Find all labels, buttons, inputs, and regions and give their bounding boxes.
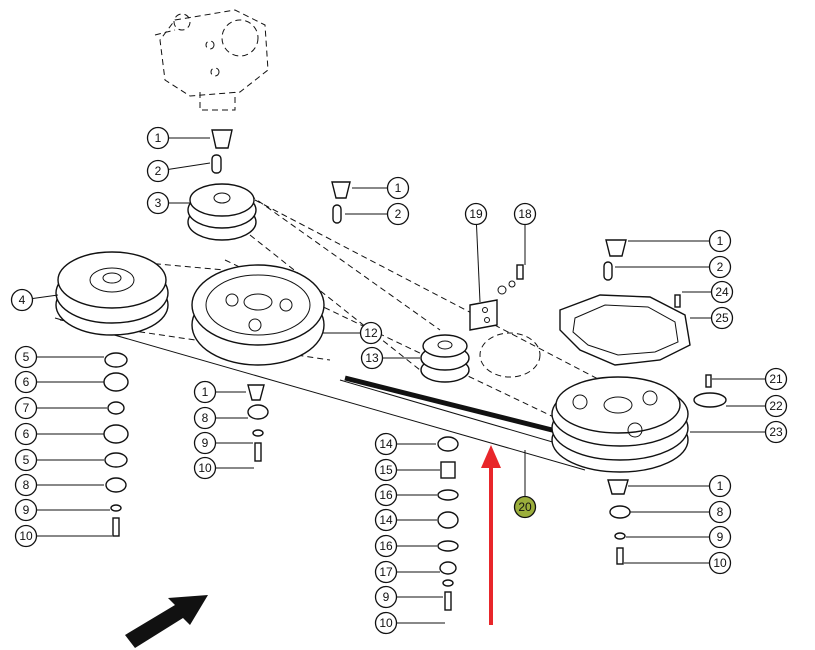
washer-22 [693,392,727,408]
callout-number: 23 [769,425,783,439]
callout-number: 2 [395,207,402,221]
callout-14: 14 [374,508,437,532]
callout-number: 6 [23,375,30,389]
callout-number: 14 [379,437,393,451]
callout-number: 1 [155,131,162,145]
hardware-parts [103,129,712,611]
callout-number: 9 [23,503,30,517]
callout-number: 5 [23,453,30,467]
callout-9: 9 [193,431,253,455]
callout-21: 21 [712,367,788,391]
callout-10: 10 [624,551,732,575]
callout-7: 7 [14,396,107,420]
callout-8: 8 [630,500,732,524]
callout-number: 24 [715,285,729,299]
callout-number: 12 [364,326,378,340]
callout-15: 15 [374,458,440,482]
callout-1: 1 [352,176,410,200]
callout-number: 1 [202,385,209,399]
callout-number: 1 [717,479,724,493]
callout-number: 7 [23,401,30,415]
callout-18: 18 [513,202,537,265]
callout-3: 3 [146,191,190,215]
callout-number: 10 [379,616,393,630]
callout-number: 15 [379,463,393,477]
callout-8: 8 [193,406,248,430]
highlight-arrow-icon [481,445,501,625]
callout-10: 10 [14,524,112,548]
callout-1: 1 [146,126,210,150]
callout-number: 1 [395,181,402,195]
callout-number: 21 [769,372,783,386]
callout-number: 16 [379,539,393,553]
callout-1: 1 [193,380,246,404]
callout-number: 14 [379,513,393,527]
callout-4: 4 [10,288,59,312]
pulley-4 [55,251,169,336]
callout-2: 2 [146,159,211,183]
callout-8: 8 [14,473,104,497]
pulley-3 [187,183,257,241]
gearbox-icon [154,9,269,111]
callout-5: 5 [14,448,104,472]
callout-2: 2 [615,255,732,279]
callout-2: 2 [345,202,410,226]
callout-6: 6 [14,370,104,394]
pulley-12 [191,264,325,366]
dashed-ring [479,332,541,378]
callout-number: 19 [469,207,483,221]
callout-number: 25 [715,311,729,325]
callout-number: 18 [518,207,532,221]
callout-number: 10 [198,461,212,475]
callout-number: 2 [717,260,724,274]
callout-number: 8 [202,411,209,425]
callout-22: 22 [726,394,788,418]
callout-number: 17 [379,565,393,579]
callout-10: 10 [193,456,254,480]
callout-number: 13 [365,351,379,365]
pulley-23 [551,376,689,473]
gasket-25 [559,294,691,366]
callout-number: 20 [518,500,532,514]
callout-number: 1 [717,234,724,248]
callout-16: 16 [374,534,437,558]
callout-number: 10 [713,556,727,570]
callout-number: 9 [383,590,390,604]
callout-number: 9 [717,530,724,544]
callout-number: 6 [23,427,30,441]
callout-number: 22 [769,399,783,413]
callout-5: 5 [14,345,104,369]
callout-14: 14 [374,432,436,456]
callout-9: 9 [14,498,110,522]
callout-25: 25 [690,306,734,330]
callout-number: 16 [379,488,393,502]
callout-13: 13 [360,346,420,370]
callout-17: 17 [374,560,440,584]
callout-24: 24 [682,280,734,304]
callout-9: 9 [626,525,732,549]
callout-number: 10 [19,529,33,543]
callout-6: 6 [14,422,104,446]
bracket-19 [469,280,516,331]
callout-10: 10 [374,611,445,635]
callout-number: 4 [19,293,26,307]
callout-20: 20 [513,450,537,519]
callout-number: 3 [155,196,162,210]
callout-16: 16 [374,483,437,507]
callout-12: 12 [322,321,383,345]
callout-1: 1 [628,229,732,253]
pulley-13 [420,334,470,383]
callout-19: 19 [464,202,488,303]
callout-23: 23 [690,420,788,444]
main-belt [54,317,586,471]
callout-number: 8 [23,478,30,492]
direction-arrow-icon [125,595,208,648]
callout-number: 2 [155,164,162,178]
callout-number: 9 [202,436,209,450]
callout-number: 8 [717,505,724,519]
callout-9: 9 [374,585,443,609]
callout-1: 1 [628,474,732,498]
callout-number: 5 [23,350,30,364]
